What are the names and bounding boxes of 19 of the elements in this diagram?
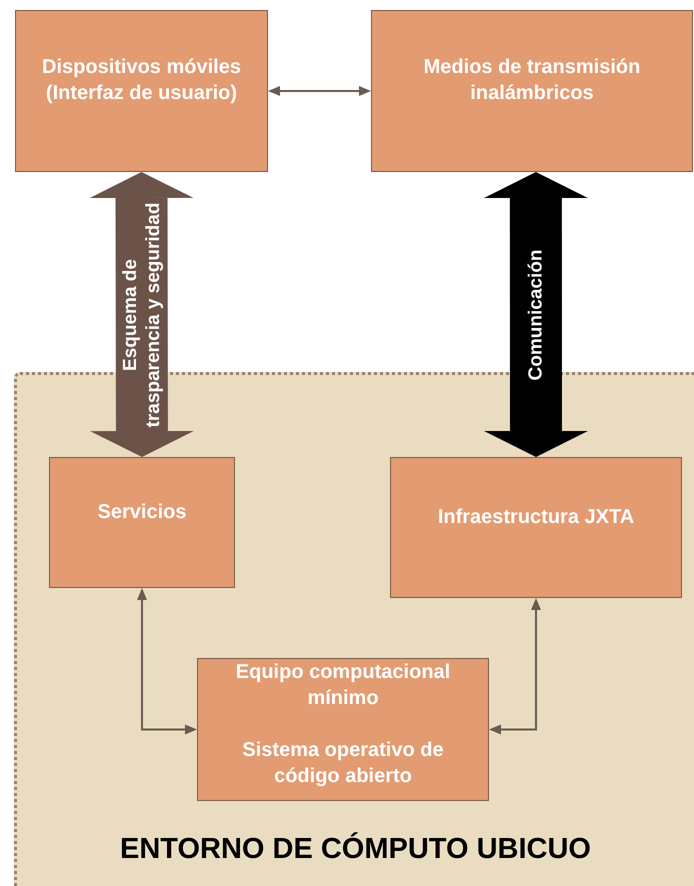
edge-label: Esquema de trasparencia y seguridad [118,201,165,428]
arrow [489,598,541,734]
arrow [137,588,197,734]
process-box [49,457,235,588]
process-box [390,457,682,598]
arrow [268,86,371,96]
block-arrow [90,172,194,457]
box-label: Dispositivos móviles (Interfaz de usuario) [41,55,242,106]
box-label: Servicios [98,500,186,524]
block-arrow [484,172,588,457]
box-label: Sistema operativo de código abierto [241,738,445,789]
region-title: ENTORNO DE CÓMPUTO UBICUO [118,833,592,866]
box-label: Infraestructura JXTA [438,504,634,530]
process-box [197,658,489,801]
box-label: Equipo computacional mínimo [234,660,452,711]
process-box [15,10,268,172]
process-box [371,10,693,172]
edge-label: Comunicación [524,248,548,382]
box-label: Medios de transmisión inalámbricos [422,55,642,106]
